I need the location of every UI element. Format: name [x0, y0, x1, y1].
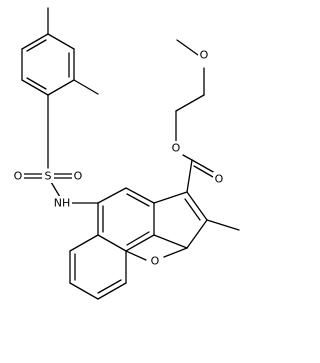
- naphthalene-middle-ring: [97, 187, 155, 252]
- carbonyl-oxygen-label: O: [215, 173, 224, 186]
- sulfonyl-o1-double-bond: [23, 173, 43, 179]
- ortho-methyl-bond: [73, 79, 99, 95]
- carboxyl-ester-o-bond: [182, 154, 193, 161]
- molecule-diagram: O O O S O O NH O: [12, 7, 240, 300]
- sulfur-label: S: [45, 170, 52, 183]
- furan-c2-oxygen-bond: [163, 247, 188, 258]
- ring-carboxyl-bond: [186, 159, 193, 193]
- furan-oxygen-label: O: [151, 255, 160, 268]
- furan-methyl-bond: [206, 219, 240, 231]
- ester-oxygen-label: O: [172, 142, 181, 155]
- sulfonyl-oxygen-2-label: O: [74, 170, 83, 183]
- ether-o-methyl-bond: [176, 39, 199, 56]
- dimethylphenyl-ring: [21, 33, 75, 96]
- amine-label: NH: [54, 197, 71, 210]
- ether-oxygen-label: O: [200, 49, 209, 62]
- benzo-ring: [69, 234, 127, 300]
- carbonyl-double-bond: [191, 159, 216, 178]
- sulfur-nitrogen-bond: [50, 181, 61, 198]
- ch2-ch2-bond: [175, 94, 205, 112]
- sulfonyl-oxygen-1-label: O: [14, 170, 23, 183]
- structure-drawing: O O O S O O NH O: [12, 7, 240, 300]
- furan-ring: [125, 191, 208, 261]
- sulfonyl-o2-double-bond: [53, 173, 73, 179]
